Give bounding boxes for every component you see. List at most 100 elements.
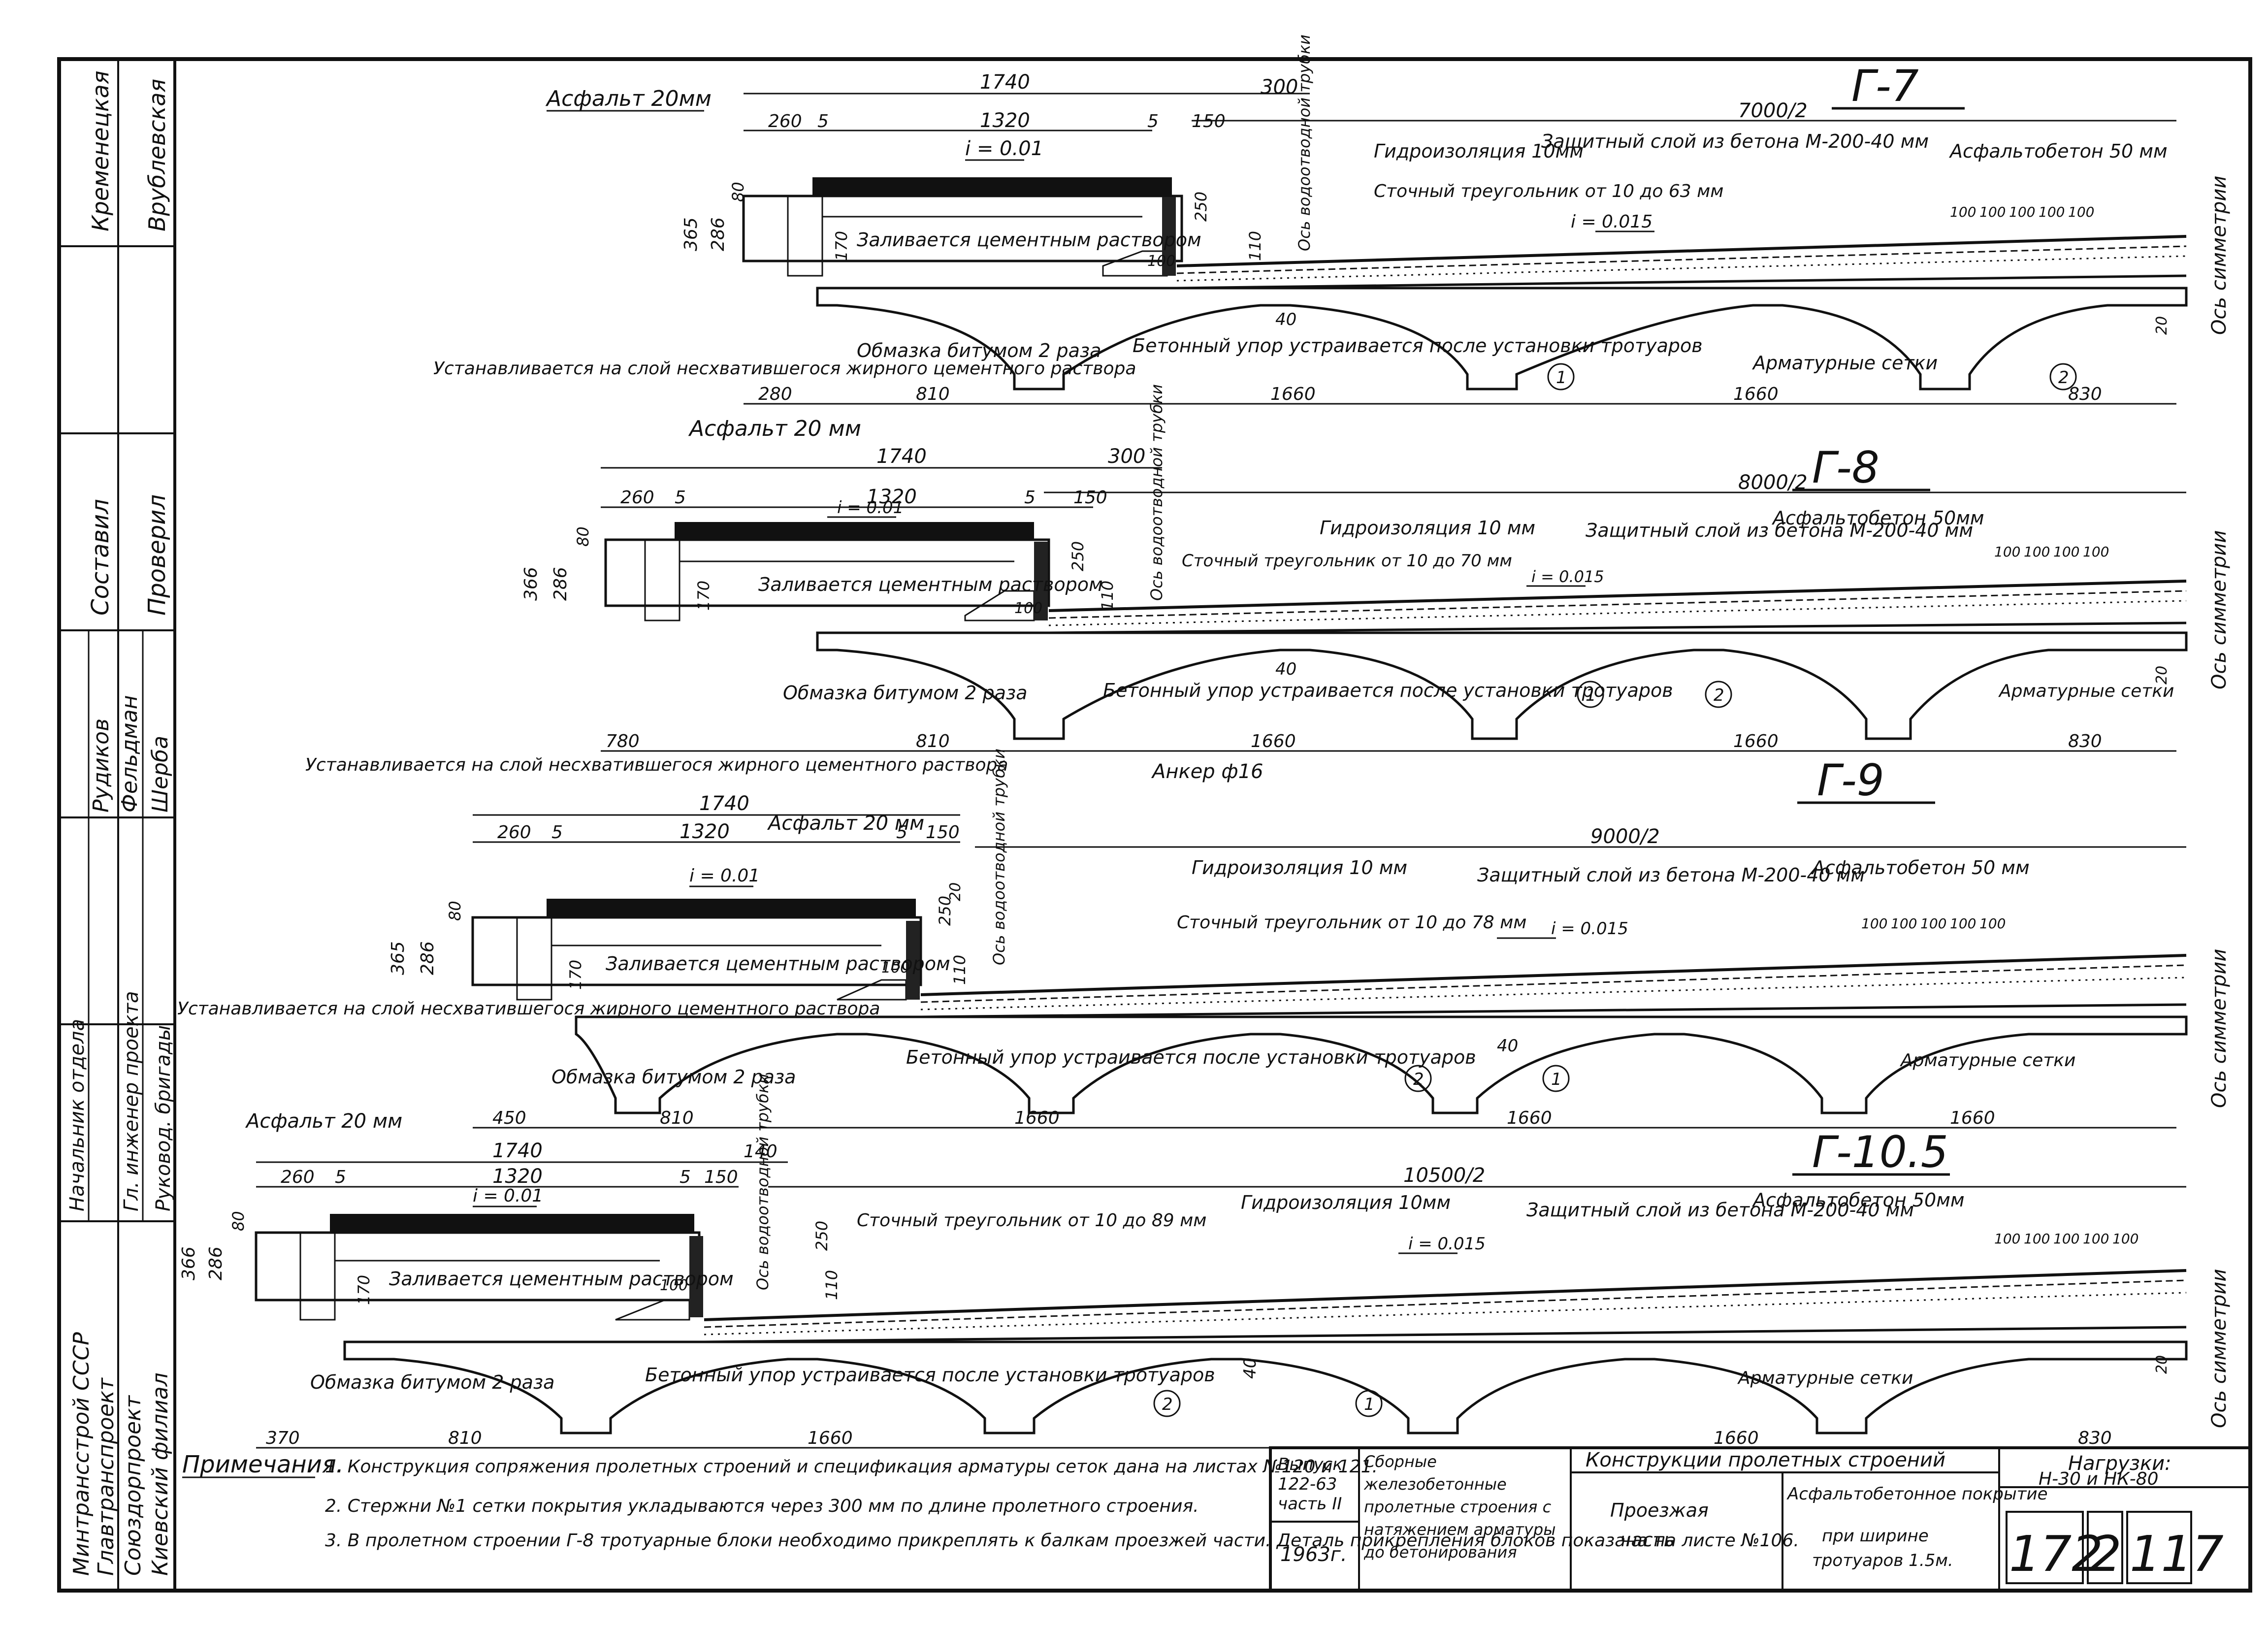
- label-installed: Устанавливается на слой несхватившегося …: [177, 999, 880, 1019]
- dim-1740: 1740: [876, 445, 927, 468]
- issue-part: часть II: [1278, 1494, 1342, 1514]
- label-protective: Защитный слой из бетона М-200-40 мм: [1586, 520, 1973, 541]
- dim-300: 300: [1108, 445, 1145, 468]
- dim-110: 110: [1246, 231, 1264, 261]
- label-stop: Бетонный упор устраивается после установ…: [906, 1046, 1476, 1068]
- marker-2: [1404, 1065, 1432, 1092]
- label-bitumen: Обмазка битумом 2 раза: [783, 682, 1027, 704]
- org-line-2: Главтранспроект: [94, 1377, 119, 1576]
- dim-260: 260: [620, 488, 654, 508]
- dim-b0: 450: [492, 1108, 526, 1128]
- beam-profile: [816, 287, 2188, 391]
- dim-100: 100: [1147, 253, 1175, 270]
- mesh-spacing-5: 100: [1979, 915, 2006, 932]
- marker-1-label: 1: [1586, 685, 1596, 705]
- label-mesh: Арматурные сетки: [1900, 1050, 2075, 1071]
- org-line-4: Киевский филиал: [148, 1372, 173, 1576]
- label-installed: Устанавливается на слой несхватившегося …: [305, 755, 1008, 775]
- dim-366: 366: [179, 1246, 199, 1280]
- role-label-2: Проверил: [143, 494, 171, 616]
- dim-b3: 1660: [1714, 1428, 1759, 1448]
- dim-286: 286: [418, 941, 438, 975]
- dim-250: 250: [1069, 541, 1087, 571]
- section-title: Г-9: [1817, 755, 1884, 806]
- mesh-spacing-4: 100: [2083, 1231, 2109, 1247]
- dim-20: 20: [2153, 666, 2171, 684]
- dim-250: 250: [936, 896, 954, 926]
- dim-b0: 370: [266, 1428, 300, 1448]
- slope-sidewalk: i = 0.01: [689, 866, 760, 886]
- marker-2: [1153, 1390, 1181, 1417]
- issue-year: 1963г.: [1280, 1543, 1347, 1566]
- sheet-number-3: 117: [2130, 1525, 2224, 1583]
- label-waterproofing: Гидроизоляция 10мм: [1374, 140, 1584, 162]
- mesh-spacing-1: 100: [1994, 544, 2020, 560]
- dim-b1: 810: [916, 384, 950, 404]
- dim-half-width: 8000/2: [1738, 471, 1808, 494]
- dim-half-width: 9000/2: [1590, 825, 1660, 848]
- mesh-spacing-2: 100: [1891, 915, 1917, 932]
- dim-half-width: 7000/2: [1738, 99, 1808, 122]
- section-g10-5: Г-10.5 1740 140 10500/2 1320 260 5 5 150…: [177, 999, 2231, 1449]
- mesh-spacing-4: 100: [2039, 204, 2065, 220]
- label-axis-symmetry: Ось симметрии: [2208, 949, 2231, 1108]
- notes-block: Примечания. 1. Конструкция сопряжения пр…: [182, 1451, 1799, 1551]
- dim-1320: 1320: [680, 820, 730, 843]
- dim-260: 260: [281, 1167, 315, 1187]
- marker-1-label: 1: [1556, 368, 1567, 388]
- dim-286: 286: [708, 217, 728, 251]
- description-line-1: Асфальтобетонное покрытие: [1786, 1484, 2048, 1504]
- label-fill: Заливается цементным раствором: [606, 953, 950, 975]
- dim-b2: 1660: [1270, 384, 1316, 404]
- dim-100: 100: [1014, 600, 1042, 617]
- dim-20: 20: [2153, 1355, 2171, 1374]
- dim-80: 80: [729, 182, 747, 202]
- label-bitumen: Обмазка битумом 2 раза: [551, 1066, 796, 1088]
- dim-b4: 830: [2078, 1428, 2112, 1448]
- dim-170: 170: [566, 960, 585, 990]
- mesh-spacing-2: 100: [2024, 544, 2050, 560]
- notes-heading: Примечания.: [182, 1451, 344, 1478]
- org-line-3: Союздорпроект: [121, 1395, 146, 1576]
- dim-365: 365: [388, 941, 408, 975]
- loads-value: Н-30 и НК-80: [2039, 1469, 2159, 1489]
- dim-100: 100: [660, 1277, 688, 1294]
- dim-286: 286: [551, 567, 571, 601]
- label-anchor: Анкер ф16: [1151, 760, 1264, 783]
- dim-b4: 1660: [1950, 1108, 1995, 1128]
- dim-b2: 1660: [1251, 731, 1296, 751]
- dim-80: 80: [574, 526, 592, 547]
- dim-1320: 1320: [980, 109, 1030, 132]
- label-mesh: Арматурные сетки: [1998, 681, 2174, 701]
- slope-roadway: i = 0.015: [1571, 212, 1652, 232]
- dim-40: 40: [1275, 659, 1296, 679]
- dim-5b: 5: [680, 1167, 691, 1187]
- label-axis-pipe: Ось водоотводной трубки: [753, 1074, 772, 1290]
- section-g9: Г-9 1740 9000/2 1320 260 5 5 150 i = 0.0…: [305, 749, 2231, 1129]
- marker-1: [1547, 363, 1575, 391]
- dim-150: 150: [926, 822, 960, 843]
- dim-b1: 810: [660, 1108, 694, 1128]
- part-line-2: часть: [1620, 1529, 1675, 1551]
- label-installed: Устанавливается на слой несхватившегося …: [433, 358, 1136, 379]
- label-axis-symmetry: Ось симметрии: [2208, 1269, 2231, 1428]
- dim-150: 150: [1192, 111, 1226, 131]
- marker-2-label: 2: [2058, 368, 2069, 388]
- note-3: 3. В пролетном строении Г-8 тротуарные б…: [325, 1531, 1799, 1551]
- note-2: 2. Стержни №1 сетки покрытия укладываютс…: [325, 1496, 1199, 1516]
- label-drain: Сточный треугольник от 10 до 63 мм: [1374, 181, 1723, 201]
- label-protective: Защитный слой из бетона М-200-40 мм: [1541, 130, 1929, 152]
- marker-1-label: 1: [1551, 1070, 1562, 1089]
- label-asphaltconcrete: Асфальтобетон 50 мм: [1948, 140, 2168, 162]
- label-axis-pipe: Ось водоотводной трубки: [1295, 34, 1314, 251]
- marker-2-label: 2: [1714, 685, 1724, 705]
- label-waterproofing: Гидроизоляция 10мм: [1241, 1192, 1451, 1213]
- label-asphalt: Асфальт 20 мм: [688, 416, 861, 441]
- mesh-spacing-2: 100: [2024, 1231, 2050, 1247]
- label-axis-symmetry: Ось симметрии: [2208, 176, 2231, 335]
- label-axis-symmetry: Ось симметрии: [2208, 530, 2231, 689]
- label-protective: Защитный слой из бетона М-200-40 мм: [1477, 864, 1865, 886]
- slope-sidewalk: i = 0.01: [965, 137, 1043, 160]
- marker-2: [1705, 681, 1732, 708]
- beam-profile: [575, 1015, 2188, 1114]
